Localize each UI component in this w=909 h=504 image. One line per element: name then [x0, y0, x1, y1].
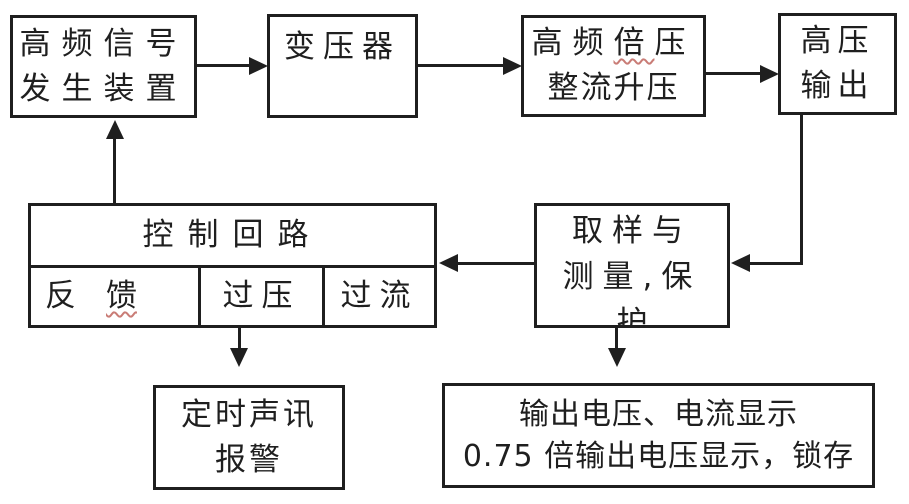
arrow-control-to-signal-head: [106, 120, 124, 139]
arrow-control-to-alarm-line: [238, 328, 241, 349]
sampling-line2: 测量,保: [562, 259, 702, 295]
feedback-char1: 反: [45, 278, 76, 314]
arrow-hvoutput-to-sampling-hline: [749, 262, 803, 265]
arrow-hvoutput-to-sampling-vline: [800, 115, 803, 264]
node-control-loop: 控制回路 反馈 过压 过流: [28, 203, 437, 328]
doubler-line1: 高频倍压: [532, 21, 696, 66]
hf-signal-line1: 高频信号: [19, 25, 188, 62]
arrow-transformer-to-doubler-line: [418, 64, 504, 67]
sampling-line3-clipped: 护: [616, 305, 648, 328]
control-cell-overcurrent: 过流: [340, 278, 419, 314]
node-transformer: 变压器: [267, 14, 418, 118]
doubler-line2: 整流升压: [547, 70, 680, 106]
doubler-line1-misspelled: 倍: [613, 25, 655, 61]
arrow-doubler-to-hvoutput-line: [706, 72, 761, 75]
node-timed-audio-alarm: 定时声讯 报警: [153, 385, 345, 490]
arrow-doubler-to-hvoutput-head: [760, 65, 779, 83]
doubler-line1-post: 压: [654, 25, 696, 61]
control-loop-cells: 反馈 过压 过流: [31, 268, 434, 325]
arrow-signal-to-transformer-line: [197, 64, 250, 67]
arrow-control-to-signal-line: [113, 139, 116, 203]
arrow-sampling-to-display-head: [608, 348, 626, 367]
node-hf-voltage-doubler: 高频倍压 整流升压: [521, 15, 706, 117]
alarm-line1: 定时声讯: [181, 396, 317, 433]
control-loop-title: 控制回路: [31, 206, 434, 268]
arrow-signal-to-transformer-head: [249, 57, 268, 75]
hv-output-line2: 输出: [800, 68, 875, 104]
display-line1: 输出电压、电流显示: [519, 396, 798, 432]
node-sampling-measure-protect: 取样与 测量,保 护: [534, 203, 730, 328]
arrow-transformer-to-doubler-head: [503, 57, 522, 75]
transformer-label: 变压器: [284, 29, 401, 65]
display-line2: 0.75 倍输出电压显示，锁存: [462, 438, 855, 474]
control-cell-overvoltage: 过压: [198, 268, 325, 325]
doubler-line1-pre: 高频: [531, 25, 614, 61]
hv-output-line1: 高压: [800, 23, 875, 59]
node-hv-output: 高压 输出: [778, 13, 897, 115]
node-voltage-current-display: 输出电压、电流显示 0.75 倍输出电压显示，锁存: [442, 383, 875, 488]
hf-signal-line2: 发生装置: [19, 70, 188, 107]
sampling-line1: 取样与: [572, 213, 692, 249]
feedback-char2-misspelled: 馈: [106, 278, 137, 314]
alarm-line2: 报警: [215, 441, 283, 478]
arrow-hvoutput-to-sampling-head: [731, 254, 750, 272]
control-cell-feedback: 反馈: [31, 268, 198, 325]
arrow-sampling-to-display-line: [615, 327, 618, 349]
arrow-control-to-alarm-head: [230, 348, 248, 367]
arrow-sampling-to-control-line: [458, 262, 534, 265]
arrow-sampling-to-control-head: [439, 254, 458, 272]
node-hf-signal-generator: 高频信号 发生装置: [10, 15, 197, 118]
